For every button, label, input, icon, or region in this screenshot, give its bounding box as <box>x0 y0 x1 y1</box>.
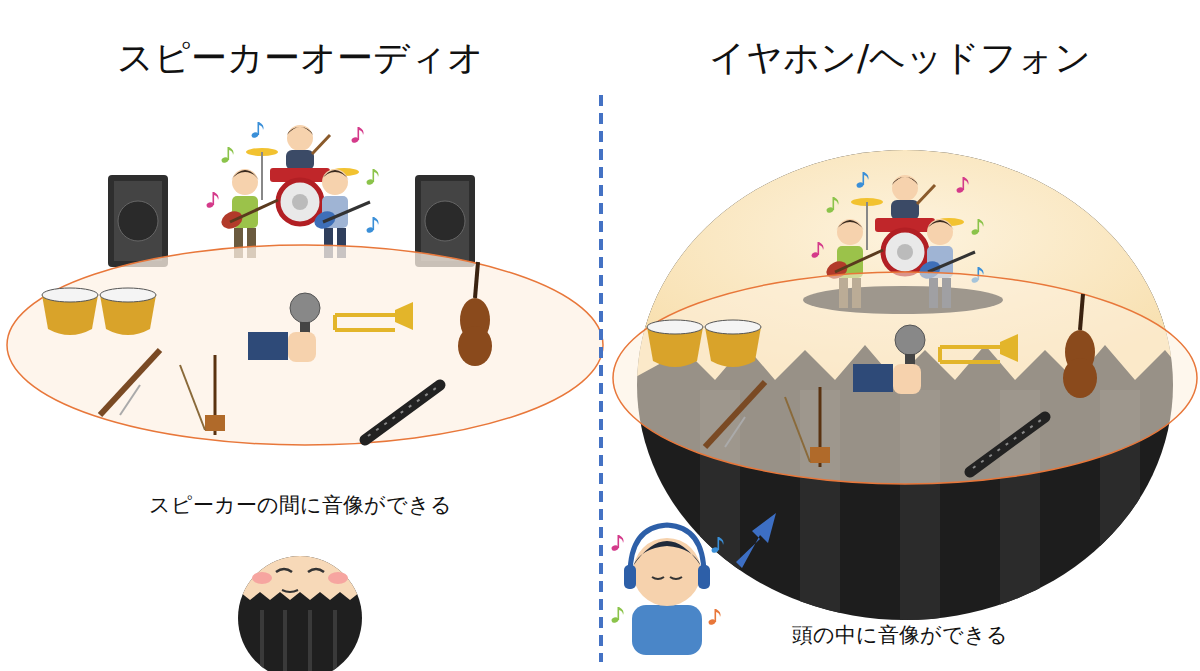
listener-head <box>230 540 370 671</box>
speaker-left <box>108 175 168 267</box>
panel-heading: イヤホン/ヘッドフォン <box>709 36 1091 79</box>
sound-image-ellipse <box>613 272 1197 484</box>
panel-heading: スピーカーオーディオ <box>117 36 484 79</box>
instruments-left <box>42 262 492 440</box>
panel-caption: スピーカーの間に音像ができる <box>149 493 452 518</box>
divider <box>599 95 603 662</box>
instruments-right <box>647 294 1097 472</box>
band-left <box>206 122 379 258</box>
headphone-listener <box>611 525 724 655</box>
panel-caption: 頭の中に音像ができる <box>792 623 1008 648</box>
sound-image-ellipse <box>7 245 603 445</box>
direction-arrow <box>736 513 776 568</box>
